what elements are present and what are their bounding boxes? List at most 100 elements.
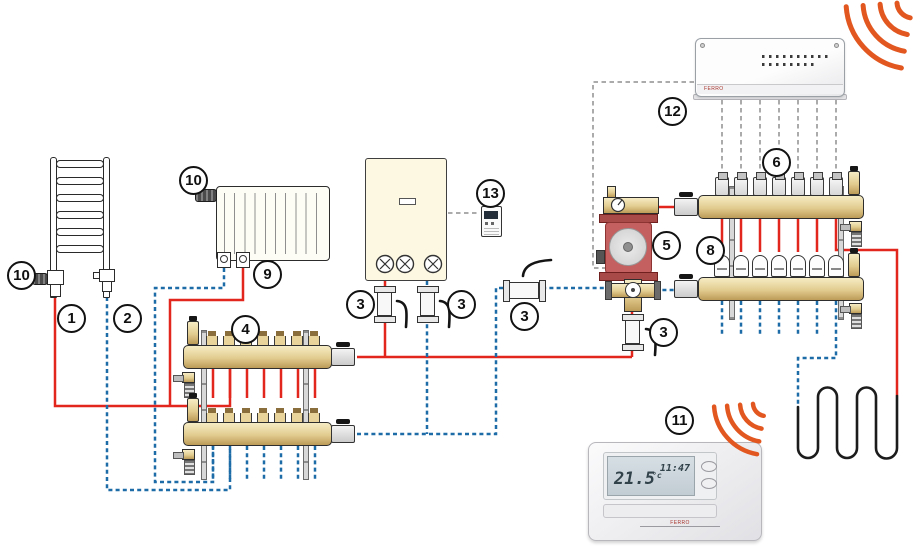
- radiator-valve: [47, 270, 64, 285]
- screw: [834, 43, 839, 48]
- thermostat-brand-label: FERRO: [640, 520, 720, 527]
- towel-radiator-rung: [56, 160, 104, 168]
- manifold-valve-caps: [208, 408, 320, 413]
- flow-meter: [752, 255, 768, 277]
- flow-meter: [790, 255, 806, 277]
- callout-1: 1: [57, 304, 86, 333]
- manifold-ball-valve: [674, 192, 698, 216]
- callout-3-boiler-return: 3: [447, 290, 476, 319]
- supply-stubs-left-manifold: [211, 369, 317, 398]
- pump-terminal-box: [596, 250, 605, 264]
- lockshield-valve-body: [102, 281, 112, 292]
- callout-10-radiator-valve: 10: [179, 166, 208, 195]
- pump-hub: [623, 242, 633, 252]
- air-vent: [848, 166, 860, 195]
- callout-12: 12: [658, 97, 687, 126]
- actuator: [715, 172, 729, 196]
- actuator: [753, 172, 767, 196]
- towel-radiator-rail: [50, 157, 57, 298]
- vent-stub: [607, 186, 616, 198]
- supply-manifold-bar: [183, 345, 332, 369]
- drain-valve: [173, 449, 195, 475]
- actuator: [791, 172, 805, 196]
- callout-11: 11: [665, 406, 694, 435]
- actuator: [772, 172, 786, 196]
- manifold-connection-nuts: [206, 336, 322, 345]
- callout-3-return-line: 3: [510, 302, 539, 331]
- towel-radiator-rail: [103, 157, 110, 298]
- return-stubs-left-manifold: [211, 446, 317, 481]
- lcd-temperature: 21.5: [614, 469, 655, 489]
- supply-manifold-bar: [698, 195, 864, 219]
- actuator: [810, 172, 824, 196]
- drain-valve: [840, 221, 862, 247]
- shutoff-valve-return-line: [503, 280, 546, 302]
- drain-valve: [840, 303, 862, 329]
- thermostat-down-button: [701, 478, 717, 489]
- mixer-flange: [654, 281, 661, 300]
- valve-lever: [395, 299, 408, 329]
- manifold-bracket: [303, 330, 309, 480]
- shutoff-valve-boiler-return: [417, 286, 439, 323]
- callout-5: 5: [652, 231, 681, 260]
- union-nut: [239, 255, 247, 263]
- return-manifold-bar: [698, 277, 864, 301]
- thermostat-display: [484, 211, 498, 219]
- manifold-bracket: [729, 186, 735, 320]
- mixer-dial-center: [631, 288, 635, 292]
- towel-radiator-rung: [56, 211, 104, 219]
- callout-2: 2: [113, 304, 142, 333]
- led-indicators: [762, 63, 818, 66]
- towel-radiator-rung: [56, 194, 104, 202]
- lcd-degree-unit: °c: [652, 471, 662, 480]
- flow-meter: [828, 255, 844, 277]
- air-vent: [187, 316, 199, 345]
- callout-13: 13: [476, 179, 505, 208]
- union-nut: [220, 255, 228, 263]
- valve-nub: [93, 272, 100, 279]
- manifold-ball-valve: [331, 342, 355, 366]
- thermostat-up-button: [701, 461, 717, 472]
- wifi-signal-icon: [843, 0, 913, 71]
- return-trunk: [357, 286, 618, 436]
- lcd-time: 11:47: [659, 463, 690, 474]
- radiator-valve-body: [50, 284, 61, 297]
- callout-9: 9: [253, 260, 282, 289]
- pump-union-fitting: [603, 197, 659, 214]
- led-indicators: [762, 55, 832, 58]
- callout-10-towel-valve: 10: [7, 261, 36, 290]
- return-stubs-right-manifold: [720, 301, 819, 335]
- thermostat-vents: [484, 228, 499, 235]
- thermostat-lower-panel: [603, 504, 717, 518]
- shutoff-valve-mixer: [622, 314, 644, 351]
- manifold-valve-caps: [208, 331, 320, 336]
- manifold-ball-valve: [331, 419, 355, 443]
- return-pipe-floor-loop: [796, 301, 838, 407]
- flow-meter: [809, 255, 825, 277]
- air-vent: [187, 393, 199, 422]
- air-vent: [848, 248, 860, 277]
- towel-radiator-rung: [56, 177, 104, 185]
- towel-radiator-rung: [56, 228, 104, 236]
- callout-8: 8: [696, 236, 725, 265]
- supply-stubs-right-manifold: [720, 219, 819, 252]
- drain-valve: [173, 372, 195, 398]
- flow-meter: [733, 255, 749, 277]
- manifold-bracket: [201, 330, 207, 480]
- callout-6: 6: [762, 148, 791, 177]
- flow-meter: [771, 255, 787, 277]
- callout-4: 4: [231, 315, 260, 344]
- towel-radiator-rung: [56, 245, 104, 253]
- actuator: [829, 172, 843, 196]
- callout-3-mixer: 3: [649, 318, 678, 347]
- boiler: [365, 158, 447, 281]
- panel-radiator: [216, 186, 330, 261]
- controller-bottom-strip: [697, 84, 843, 94]
- underfloor-heating-loop: [796, 386, 899, 460]
- actuator: [734, 172, 748, 196]
- shutoff-valve-boiler-supply: [374, 286, 396, 323]
- boiler-display-slot: [399, 198, 416, 205]
- thermostat-buttons: [485, 222, 497, 225]
- manifold-ball-valve: [674, 274, 698, 298]
